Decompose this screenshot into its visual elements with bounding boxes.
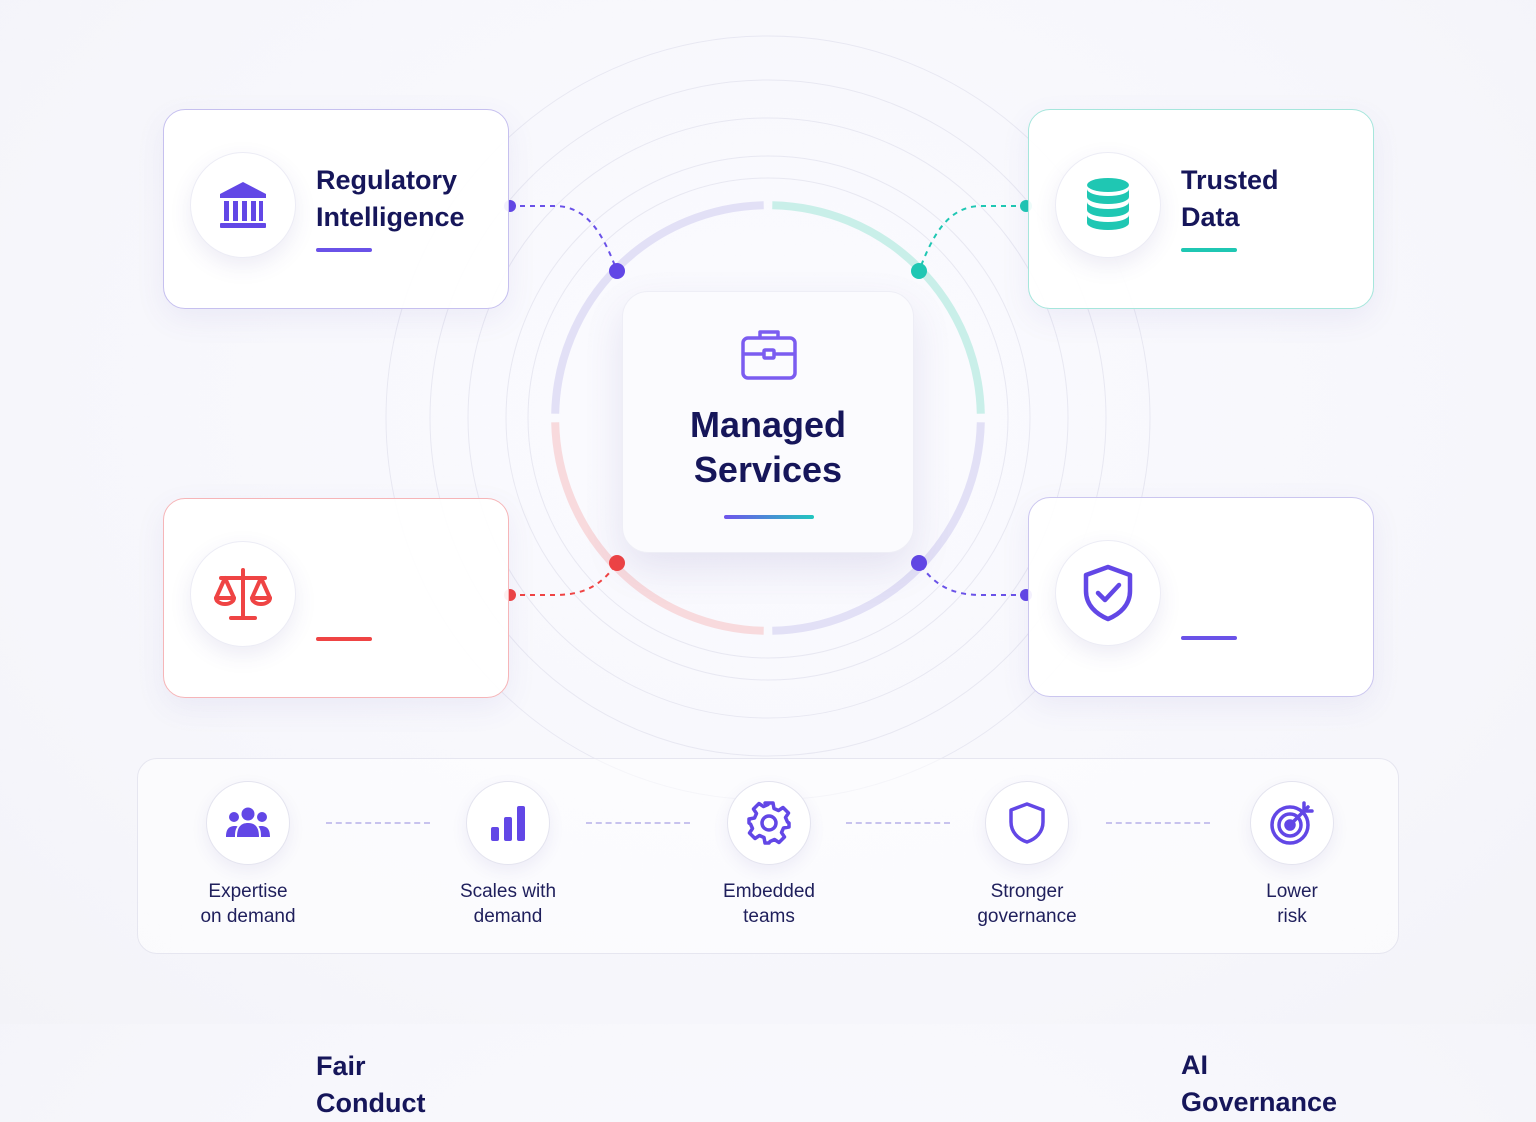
divider bbox=[586, 822, 690, 824]
card-underline bbox=[1181, 248, 1237, 252]
node-fair-ring bbox=[609, 555, 625, 571]
card-ai-governance: AI Governance bbox=[1028, 497, 1374, 1117]
scales-icon bbox=[190, 541, 296, 647]
center-title: Managed Services bbox=[689, 404, 847, 490]
card-title: AI Governance bbox=[1181, 1050, 1338, 1117]
card-underline bbox=[1181, 636, 1237, 640]
divider bbox=[846, 822, 950, 824]
node-ai-ring bbox=[911, 555, 927, 571]
divider bbox=[326, 822, 430, 824]
briefcase-icon bbox=[739, 324, 799, 384]
gear-icon bbox=[727, 781, 811, 865]
bank-icon bbox=[190, 152, 296, 258]
benefit-risk: Lower risk bbox=[1192, 781, 1392, 929]
card-underline bbox=[316, 637, 372, 641]
benefit-scales: Scales with demand bbox=[408, 781, 608, 929]
card-title: Fair Conduct bbox=[316, 1051, 426, 1118]
card-regulatory-intelligence: Regulatory Intelligence bbox=[163, 109, 509, 309]
card-title: Regulatory Intelligence bbox=[316, 165, 465, 232]
node-regulatory-ring bbox=[609, 263, 625, 279]
benefit-label: Embedded teams bbox=[723, 881, 815, 927]
benefit-label: Lower risk bbox=[1266, 881, 1318, 927]
database-icon bbox=[1055, 152, 1161, 258]
node-trusted-ring bbox=[911, 263, 927, 279]
center-managed-services: Managed Services bbox=[622, 291, 914, 553]
benefit-label: Expertise on demand bbox=[200, 881, 296, 927]
center-underline bbox=[724, 515, 814, 519]
card-trusted-data: Trusted Data bbox=[1028, 109, 1374, 309]
target-icon bbox=[1250, 781, 1334, 865]
benefit-label: Scales with demand bbox=[459, 881, 557, 927]
team-icon bbox=[206, 781, 290, 865]
shield-check-icon bbox=[1055, 540, 1161, 646]
card-underline bbox=[316, 248, 372, 252]
benefit-label: Stronger governance bbox=[977, 881, 1077, 927]
benefit-expertise: Expertise on demand bbox=[148, 781, 348, 929]
divider bbox=[1106, 822, 1210, 824]
benefit-governance: Stronger governance bbox=[927, 781, 1127, 929]
benefit-embedded: Embedded teams bbox=[669, 781, 869, 929]
benefits-panel: Expertise on demand Scales with demand E… bbox=[137, 758, 1399, 954]
card-fair-conduct: Fair Conduct bbox=[163, 498, 509, 1118]
shield-icon bbox=[985, 781, 1069, 865]
card-title: Trusted Data bbox=[1181, 165, 1279, 232]
bar-chart-icon bbox=[466, 781, 550, 865]
